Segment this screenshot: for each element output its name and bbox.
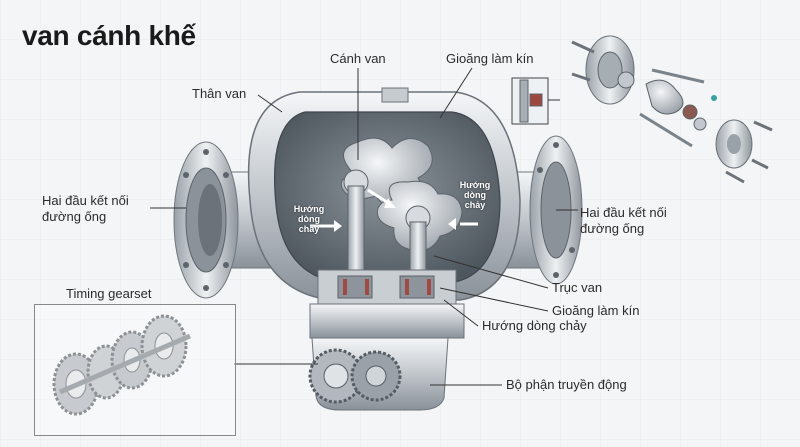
page-title: van cánh khế (22, 20, 196, 51)
label-gioang-bottom: Gioăng làm kín (552, 303, 640, 318)
label-hai-dau-left-line2: đường ống (42, 209, 107, 224)
label-hai-dau-left-line1: Hai đầu kết nối (42, 193, 129, 208)
flow-label-left-line2: chảy (298, 224, 320, 234)
leader-lines (150, 67, 578, 386)
flow-label-left-line1: Hướng dòng (293, 204, 325, 224)
label-canh-van: Cánh van (330, 51, 386, 66)
label-huong-dong-chay: Hướng dòng chảy (482, 318, 587, 333)
exploded-view (571, 35, 773, 184)
flow-label-right: Hướng dòng chảy (450, 180, 500, 210)
timing-gearset-art (52, 314, 191, 416)
timing-gearset-frame (34, 304, 236, 436)
drive-unit (308, 337, 449, 411)
flow-arrows (310, 188, 478, 232)
flow-label-right-line1: Hướng dòng (459, 180, 491, 200)
label-hai-dau-right-line1: Hai đầu kết nối (580, 205, 667, 220)
label-bo-phan-truyen-dong: Bộ phận truyền động (506, 377, 627, 392)
label-truc-van: Trục van (552, 280, 603, 295)
label-gioang-top: Gioăng làm kín (446, 51, 534, 66)
label-timing-gearset: Timing gearset (66, 286, 152, 301)
label-hai-dau-right-line2: đường ống (580, 221, 645, 236)
flow-label-left: Hướng dòng chảy (284, 204, 334, 234)
seal-housing (309, 269, 465, 339)
flow-label-right-line2: chảy (464, 200, 486, 210)
label-than-van: Thân van (192, 86, 247, 101)
gasket-inset (511, 77, 549, 125)
